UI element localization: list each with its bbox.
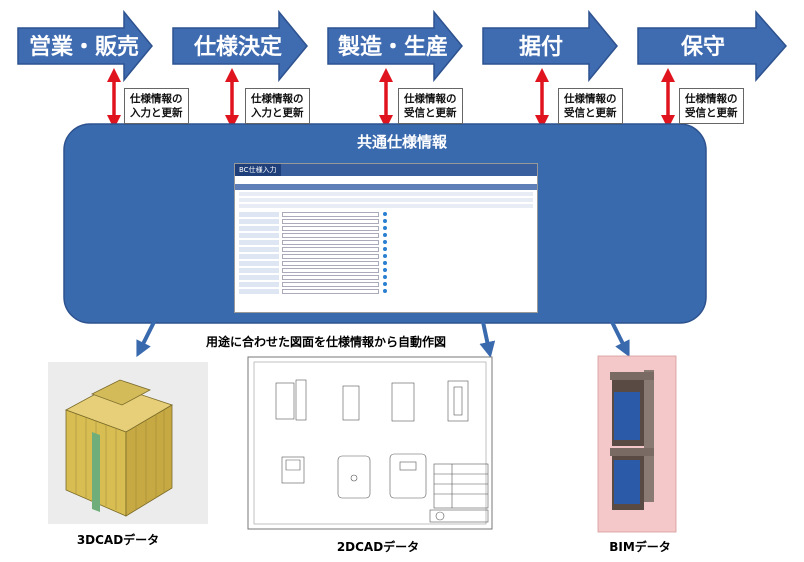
exchange-note-installation: 仕様情報の 受信と更新 xyxy=(558,88,623,124)
stage-labels: 営業・販売 仕様決定 製造・生産 据付 保守 xyxy=(29,34,725,60)
exchange-note-manufacturing: 仕様情報の 受信と更新 xyxy=(398,88,463,124)
note-line1: 仕様情報の xyxy=(685,93,738,105)
stage-arrow-spec xyxy=(172,9,308,83)
note-line2: 入力と更新 xyxy=(251,107,304,119)
stage-arrow-installation xyxy=(482,9,618,83)
process-arrows xyxy=(17,9,788,83)
bim-model xyxy=(597,355,677,533)
screenshot-tab-bar xyxy=(235,184,537,190)
note-line2: 受信と更新 xyxy=(564,107,617,119)
exchange-note-sales: 仕様情報の 入力と更新 xyxy=(124,88,189,124)
screenshot-field xyxy=(239,240,387,245)
screenshot-field xyxy=(239,226,387,231)
note-line1: 仕様情報の xyxy=(251,93,304,105)
spec-input-screenshot: BC仕様入力 xyxy=(234,163,538,313)
stage-label-spec: 仕様決定 xyxy=(193,34,282,60)
output-arrows xyxy=(136,321,630,358)
cad-2d-drawing xyxy=(247,356,493,530)
stage-label-sales: 営業・販売 xyxy=(29,34,139,60)
cad-3d-model xyxy=(48,362,208,524)
screenshot-header: BC仕様入力 xyxy=(235,164,537,176)
stage-label-installation: 据付 xyxy=(519,35,563,60)
note-line2: 入力と更新 xyxy=(130,107,183,119)
note-line2: 受信と更新 xyxy=(685,107,738,119)
screenshot-field xyxy=(239,247,387,252)
screenshot-brand: BC仕様入力 xyxy=(235,164,281,176)
output-label-bim: BIMデータ xyxy=(609,540,671,554)
screenshot-row xyxy=(239,204,533,208)
exchange-note-maintenance: 仕様情報の 受信と更新 xyxy=(679,88,744,124)
screenshot-field xyxy=(239,261,387,266)
output-arrow-2dcad xyxy=(479,321,496,358)
screenshot-row xyxy=(239,198,533,202)
screenshot-field xyxy=(239,268,387,273)
screenshot-field xyxy=(239,219,387,224)
stage-label-maintenance: 保守 xyxy=(680,34,725,60)
screenshot-form xyxy=(239,212,387,307)
panel-title: 共通仕様情報 xyxy=(356,133,447,151)
note-line1: 仕様情報の xyxy=(564,93,617,105)
screenshot-field xyxy=(239,212,387,217)
exchange-note-spec: 仕様情報の 入力と更新 xyxy=(245,88,310,124)
stage-arrow-manufacturing xyxy=(327,9,463,83)
screenshot-field xyxy=(239,289,387,294)
exchange-arrows xyxy=(107,68,675,129)
auto-draw-caption: 用途に合わせた図面を仕様情報から自動作図 xyxy=(206,335,447,349)
stage-label-manufacturing: 製造・生産 xyxy=(337,34,448,60)
stage-arrow-sales xyxy=(17,9,153,83)
output-label-3dcad: 3DCADデータ xyxy=(76,533,160,547)
output-arrow-3dcad xyxy=(136,321,156,358)
output-label-2dcad: 2DCADデータ xyxy=(336,540,420,554)
note-line2: 受信と更新 xyxy=(404,107,457,119)
note-line1: 仕様情報の xyxy=(130,93,183,105)
note-line1: 仕様情報の xyxy=(404,93,457,105)
stage-arrow-maintenance xyxy=(637,10,788,82)
screenshot-field xyxy=(239,254,387,259)
screenshot-row xyxy=(239,192,533,196)
screenshot-field xyxy=(239,282,387,287)
screenshot-field xyxy=(239,233,387,238)
output-arrow-bim xyxy=(610,321,630,358)
screenshot-field xyxy=(239,275,387,280)
